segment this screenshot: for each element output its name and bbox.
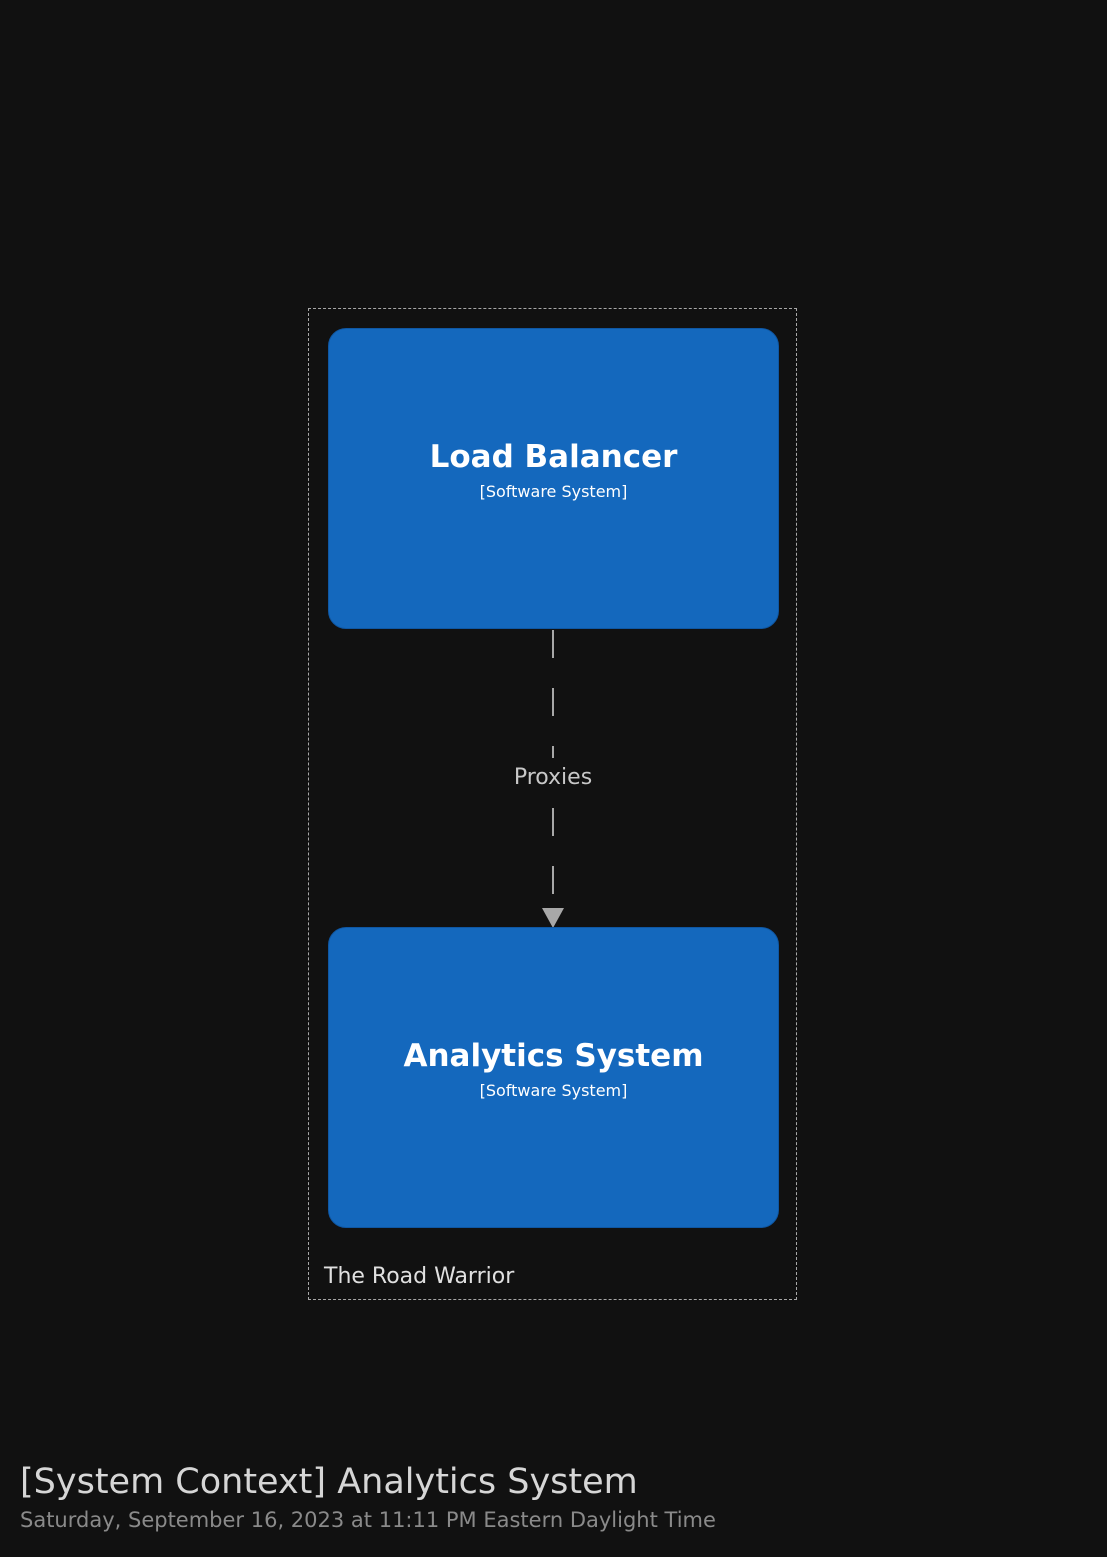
boundary-the-road-warrior	[308, 308, 797, 1300]
node-type: [Software System]	[479, 482, 628, 501]
diagram-title: [System Context] Analytics System	[20, 1462, 638, 1502]
edge-arrowhead	[542, 908, 564, 928]
edge-label-proxies: Proxies	[513, 765, 593, 790]
boundary-label: The Road Warrior	[324, 1264, 515, 1289]
node-title: Analytics System	[403, 1038, 704, 1074]
node-load-balancer[interactable]: Load Balancer [Software System]	[328, 328, 779, 629]
node-analytics-system[interactable]: Analytics System [Software System]	[328, 927, 779, 1228]
node-type: [Software System]	[479, 1081, 628, 1100]
diagram-subtitle: Saturday, September 16, 2023 at 11:11 PM…	[20, 1508, 716, 1532]
node-title: Load Balancer	[429, 439, 678, 475]
